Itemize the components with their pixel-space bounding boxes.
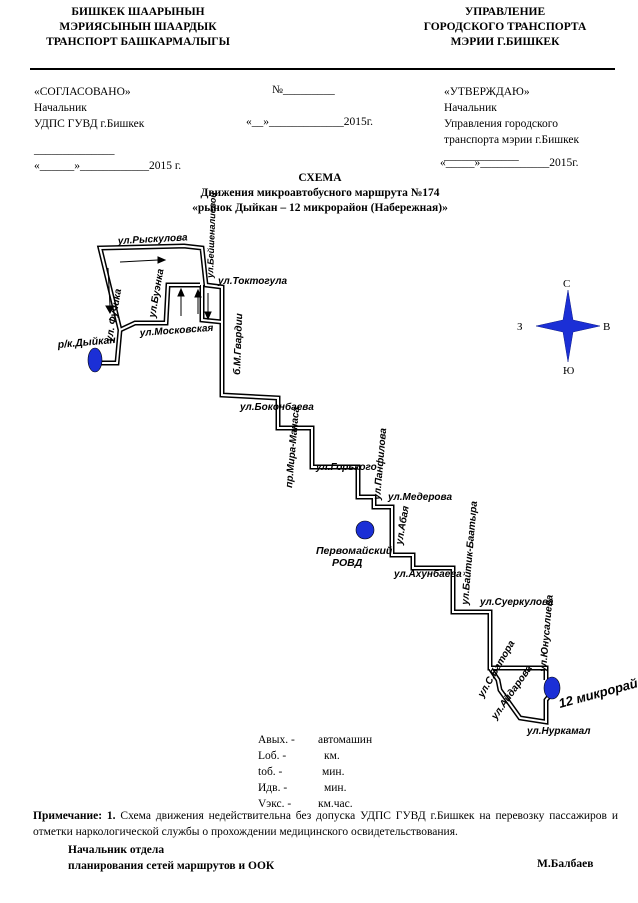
org-header-kyrgyz-line: ТРАНСПОРТ БАШКАРМАЛЫГЫ bbox=[46, 36, 230, 48]
end-stop-marker bbox=[543, 676, 561, 700]
scheme-route-endpoints: «рынок Дыйкан – 12 микрорайон (Набережна… bbox=[192, 202, 448, 214]
start-label: р/к.Дыйкан bbox=[56, 334, 117, 351]
route-path-outer bbox=[96, 243, 558, 725]
approval-agreed-signature-line: ______________ bbox=[34, 144, 115, 156]
street-akhunbaeva: ул.Ахунбаева bbox=[393, 568, 462, 580]
legend-label: Авых. - bbox=[258, 734, 295, 746]
compass-west: З bbox=[517, 321, 523, 333]
arrow-fuchika-head bbox=[105, 305, 115, 315]
legend-value: мин. bbox=[324, 782, 347, 794]
legend-value: автомашин bbox=[318, 734, 373, 746]
street-medyerova: ул.Медерова bbox=[387, 492, 452, 503]
compass-east: В bbox=[603, 321, 610, 333]
route-end-leg-inner bbox=[489, 667, 557, 724]
approval-agreed-title: «СОГЛАСОВАНО» bbox=[34, 86, 131, 98]
legend-label: Lоб. - bbox=[258, 750, 287, 762]
org-header-kyrgyz-line: БИШКЕК ШААРЫНЫН bbox=[71, 6, 205, 18]
street-nurkamal: ул.Нуркамал bbox=[526, 726, 591, 737]
police-stop-marker bbox=[355, 520, 375, 540]
compass-south: Ю bbox=[563, 365, 574, 377]
org-header-russian-line: МЭРИИ Г.БИШКЕК bbox=[450, 36, 560, 48]
approval-approve-block: «УТВЕРЖДАЮ» Начальник Управления городск… bbox=[444, 84, 579, 164]
police-label-line2: РОВД bbox=[332, 557, 363, 569]
route-loop-moskovskaya-inner bbox=[119, 284, 200, 331]
approval-approve-date: «_____»____________2015г. bbox=[440, 157, 579, 169]
approval-number-date: «__»_____________2015г. bbox=[246, 116, 374, 128]
signature-name: М.Балбаев bbox=[537, 858, 594, 870]
route-path bbox=[96, 243, 558, 725]
street-toktogula: ул.Токтогула bbox=[217, 276, 287, 287]
arrow-buyonka-head bbox=[177, 287, 185, 297]
approval-agreed-org: УДПС ГУВД г.Бишкек bbox=[34, 118, 145, 130]
end-label: 12 микрорайон bbox=[557, 671, 638, 711]
header-divider bbox=[30, 68, 615, 70]
org-header-kyrgyz: БИШКЕК ШААРЫНЫН МЭРИЯСЫНЫН ШААРДЫК ТРАНС… bbox=[28, 5, 248, 50]
street-moskovskaya: ул.Московская bbox=[138, 323, 213, 339]
street-mira-manasa: пр.Мира-Манаса bbox=[284, 406, 302, 488]
approval-approve-org: Управления городского bbox=[444, 118, 558, 130]
route-loop-inner-inner bbox=[201, 285, 223, 323]
street-ryskulova: ул.Рыскулова bbox=[117, 232, 189, 247]
legend-row-length: Lоб. - км. bbox=[258, 750, 340, 762]
compass-north: С bbox=[563, 278, 570, 290]
legend-value: км.час. bbox=[318, 798, 353, 810]
signature-line1: Начальник отдела bbox=[68, 844, 165, 856]
street-baitik-baatyra: ул.Байтик-Баатыра bbox=[460, 500, 480, 606]
street-gerrina: б.М.Гвардии bbox=[231, 313, 245, 375]
legend-row-vehicles: Авых. - автомашин bbox=[258, 734, 372, 746]
footnote-text: Схема движения недействительна без допус… bbox=[33, 810, 619, 838]
scheme-title-line: СХЕМА bbox=[298, 172, 342, 184]
approval-agreed-date: «______»____________2015 г. bbox=[34, 160, 182, 172]
approval-number: №_________ bbox=[272, 84, 335, 96]
org-header-russian: УПРАВЛЕНИЕ ГОРОДСКОГО ТРАНСПОРТА МЭРИИ Г… bbox=[395, 5, 615, 50]
scheme-route-number: Движения микроавтобусного маршрута №174 bbox=[200, 187, 440, 199]
arrow-beishenaliyeva-down-head bbox=[204, 311, 212, 321]
street-suerkulova: ул.Суеркулова bbox=[479, 597, 554, 608]
footnote: Примечание: 1. Схема движения недействит… bbox=[33, 808, 618, 840]
signature-line2: планирования сетей маршрутов и ООК bbox=[68, 860, 275, 872]
direction-arrows bbox=[105, 256, 212, 321]
compass-rose: С Ю З В bbox=[517, 278, 610, 377]
approval-approve-title: «УТВЕРЖДАЮ» bbox=[444, 86, 530, 98]
street-abaya: ул.Абая bbox=[393, 505, 412, 547]
legend-value: км. bbox=[324, 750, 340, 762]
arrow-beishenaliyeva-up-head bbox=[194, 288, 202, 298]
street-beishenaliyeva: ул.Бейшеналиевой bbox=[205, 191, 218, 279]
legend-label: Идв. - bbox=[258, 782, 288, 794]
legend-row-interval: Идв. - мин. bbox=[258, 782, 346, 794]
footnote-label: Примечание: 1. bbox=[33, 810, 116, 822]
approval-approve-position: Начальник bbox=[444, 102, 497, 114]
signature-position: Начальник отдела планирования сетей марш… bbox=[68, 842, 274, 874]
approval-approve-signature-line: _____________ bbox=[444, 150, 519, 162]
police-label-line1: Первомайский bbox=[316, 545, 393, 557]
scheme-title: СХЕМА Движения микроавтобусного маршрута… bbox=[100, 171, 540, 216]
arrow-ryskulova bbox=[119, 259, 159, 263]
street-buyonka: ул.Буэнка bbox=[147, 268, 167, 320]
start-stop-marker bbox=[87, 347, 103, 373]
street-gorkogo: ул.Горького bbox=[315, 462, 377, 473]
compass-star bbox=[535, 289, 601, 363]
approval-agreed-position: Начальник bbox=[34, 102, 87, 114]
org-header-russian-line: ГОРОДСКОГО ТРАНСПОРТА bbox=[423, 21, 587, 33]
street-bokonbaeva: ул.Боконбаева bbox=[239, 401, 314, 413]
legend-row-time: tоб. - мин. bbox=[258, 766, 344, 778]
route-loop-inner bbox=[199, 285, 223, 325]
arrow-fuchika bbox=[107, 267, 111, 307]
arrow-ryskulova-head bbox=[157, 256, 167, 264]
legend-label: Vэкс. - bbox=[258, 798, 292, 810]
approval-approve-org-2: транспорта мэрии г.Бишкек bbox=[444, 134, 580, 146]
legend-value: мин. bbox=[322, 766, 345, 778]
org-header-russian-line: УПРАВЛЕНИЕ bbox=[464, 6, 546, 18]
route-main-line-inner bbox=[96, 244, 547, 680]
route-path-inner bbox=[96, 244, 557, 724]
legend-label: tоб. - bbox=[258, 766, 283, 778]
legend-row-speed: Vэкс. - км.час. bbox=[258, 798, 353, 810]
org-header-kyrgyz-line: МЭРИЯСЫНЫН ШААРДЫК bbox=[59, 21, 217, 33]
approval-agreed-block: «СОГЛАСОВАНО» Начальник УДПС ГУВД г.Бишк… bbox=[34, 84, 181, 174]
